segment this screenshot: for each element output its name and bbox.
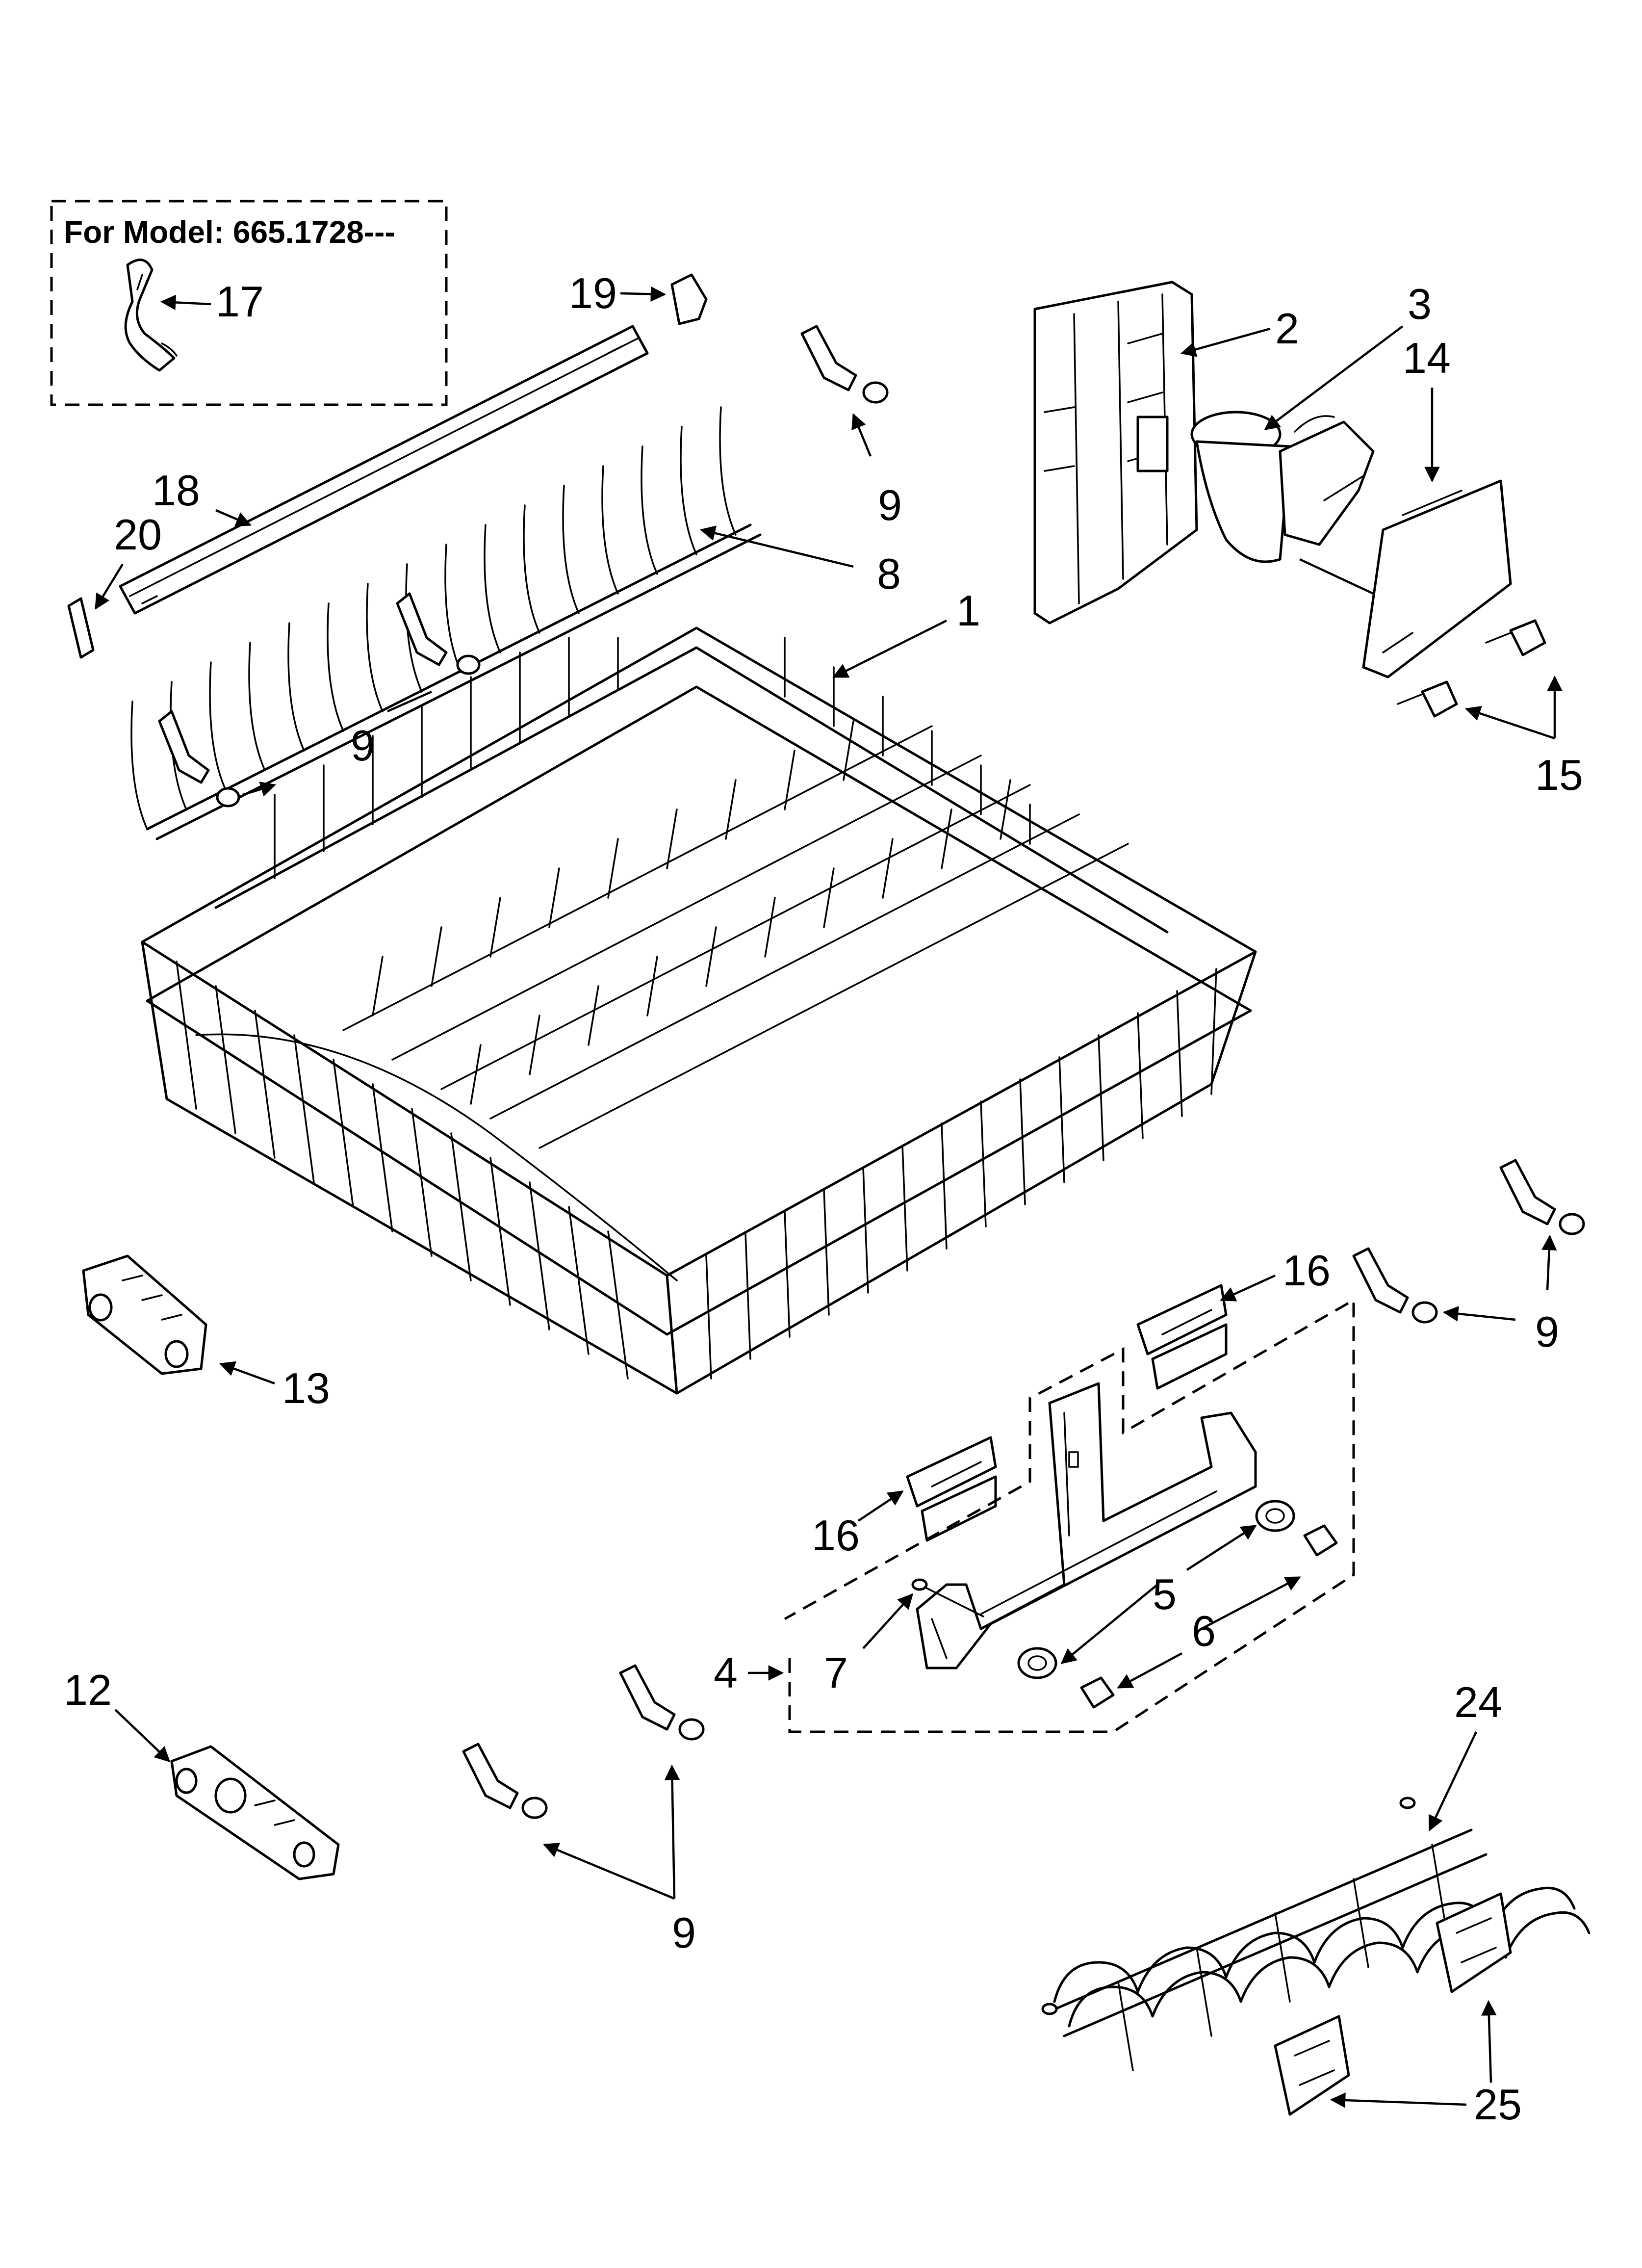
part-5-wheel-b [1017, 1647, 1057, 1679]
callout-16-b: 16 [812, 1511, 860, 1560]
part-17-clip [124, 259, 178, 372]
part-13-end-cap [82, 1254, 207, 1375]
callout-15: 15 [1535, 751, 1583, 799]
callout-1: 1 [956, 586, 980, 635]
part-9-clip-c [800, 325, 889, 404]
part-24-wire-rack [1041, 1797, 1591, 2071]
callout-9-c: 9 [1535, 1307, 1559, 1356]
part-2-adjuster-housing [1033, 281, 1198, 625]
part-1-upper-rack [141, 626, 1257, 1395]
callout-18: 18 [152, 466, 200, 515]
callout-13: 13 [282, 1364, 330, 1412]
callout-5: 5 [1153, 1570, 1177, 1618]
part-25-clip-b [1274, 2015, 1350, 2116]
model-box: For Model: 665.1728--- 17 [50, 200, 448, 406]
callout-16-a: 16 [1283, 1246, 1331, 1295]
callout-14: 14 [1403, 334, 1451, 382]
callout-9-d: 9 [672, 1908, 696, 1957]
model-label: For Model: 665.1728--- [64, 214, 395, 250]
part-9-clip-g [462, 1743, 548, 1819]
part-9-clip-e [1352, 1247, 1438, 1324]
callout-2: 2 [1275, 304, 1299, 353]
part-18-rail [119, 325, 649, 615]
callout-8: 8 [877, 549, 901, 598]
callout-25: 25 [1474, 2080, 1522, 2129]
callout-3: 3 [1408, 280, 1432, 328]
part-8-tine-row [130, 406, 762, 840]
callout-9-a: 9 [351, 721, 375, 770]
part-19-clip [670, 273, 708, 325]
part-20-clip [67, 597, 95, 659]
part-15-screw-a [1485, 619, 1546, 656]
part-9-clip-f [619, 1664, 705, 1741]
part-3-adjuster-lever [1190, 411, 1375, 563]
callout-6: 6 [1192, 1607, 1216, 1655]
part-6-axle-b [1080, 1676, 1115, 1709]
callout-7: 7 [824, 1648, 848, 1697]
callout-4: 4 [714, 1648, 738, 1697]
part-6-axle-a [1303, 1524, 1338, 1557]
part-4-assembly-boundary [784, 1298, 1355, 1733]
callout-17: 17 [216, 277, 264, 326]
part-9-clip-a [396, 592, 481, 675]
part-5-wheel-a [1255, 1500, 1295, 1532]
part-12-end-cap [170, 1745, 340, 1880]
part-16-slide-b [906, 1436, 997, 1542]
callout-24: 24 [1454, 1678, 1502, 1726]
part-25-clip-a [1436, 1892, 1512, 1993]
part-4-rack-arm [916, 1382, 1257, 1669]
part-15-screw-b [1397, 680, 1458, 718]
part-9-clip-b [158, 710, 240, 808]
callout-9-b: 9 [878, 481, 902, 529]
part-16-slide-a [1136, 1284, 1228, 1390]
callout-19: 19 [569, 269, 617, 317]
part-14-cover [1362, 479, 1512, 678]
callout-12: 12 [64, 1666, 112, 1714]
part-9-clip-d [1499, 1159, 1585, 1235]
callout-20: 20 [114, 510, 162, 559]
part-7-pin [911, 1578, 984, 1617]
